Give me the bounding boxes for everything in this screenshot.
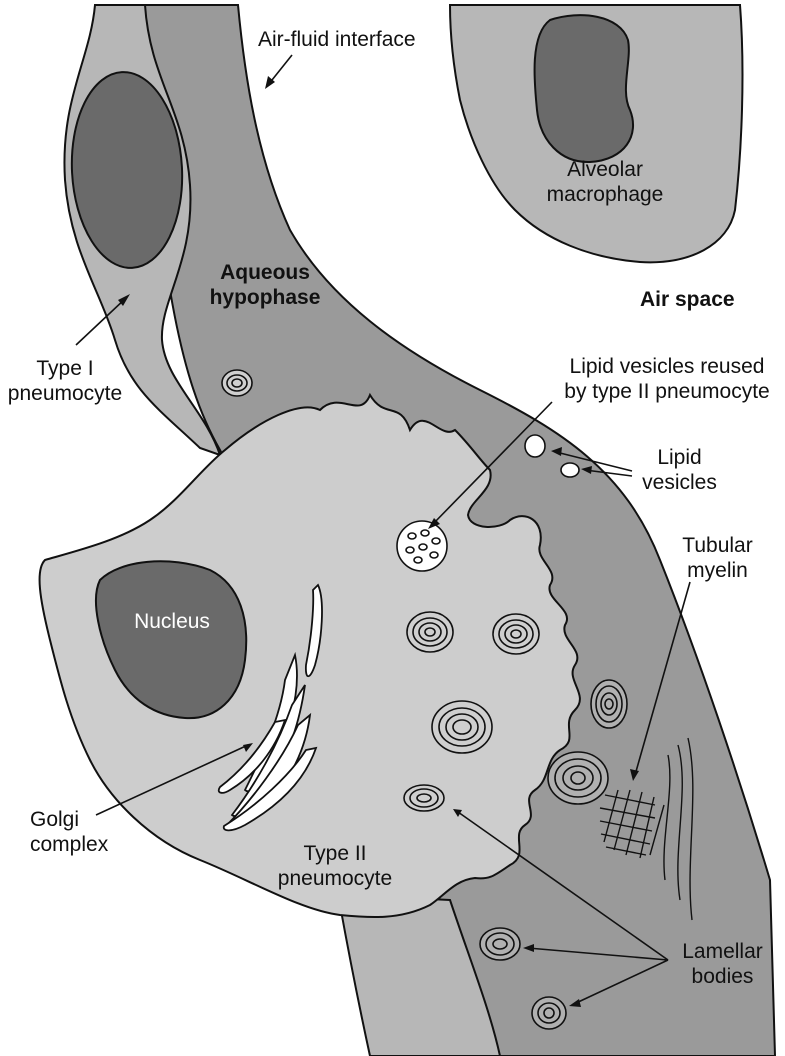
reused-lipid-vesicle bbox=[396, 520, 448, 572]
pointer-lines bbox=[75, 54, 691, 1005]
lamellar-bodies-label: Lamellar bodies bbox=[670, 940, 775, 990]
lipid-vesicles-reused-label: Lipid vesicles reused by type II pneumoc… bbox=[552, 355, 782, 405]
lamellar-line-1: Lamellar bbox=[682, 940, 763, 963]
tubular-myelin bbox=[599, 737, 694, 921]
golgi-complex-label: Golgi complex bbox=[30, 808, 108, 858]
arrowheads bbox=[118, 76, 639, 1007]
alveolar-macrophage-label: Alveolar macrophage bbox=[520, 158, 690, 208]
lamellar-line-2: bodies bbox=[691, 964, 754, 988]
golgi-complex bbox=[217, 583, 323, 832]
tubular-myelin-line-2: myelin bbox=[687, 558, 748, 582]
lipid-reused-line-2: by type II pneumocyte bbox=[564, 379, 770, 403]
air-space-label: Air space bbox=[640, 288, 735, 311]
lamellar-body bbox=[531, 996, 567, 1030]
lipid-reused-line-1: Lipid vesicles reused bbox=[569, 355, 765, 378]
lamellar-body bbox=[492, 613, 540, 655]
air-fluid-interface-label: Air-fluid interface bbox=[258, 28, 416, 51]
lamellar-body bbox=[590, 679, 628, 729]
lamellar-body bbox=[406, 611, 454, 653]
lamellar-bodies bbox=[221, 369, 628, 1030]
type-i-nucleus bbox=[70, 71, 184, 269]
type-i-pneumocyte-label: Type I pneumocyte bbox=[0, 357, 130, 407]
lipid-vesicles-label: Lipid vesicles bbox=[632, 446, 727, 496]
type-ii-nucleus bbox=[94, 560, 248, 720]
tubular-myelin-label: Tubular myelin bbox=[670, 534, 765, 584]
lamellar-body bbox=[221, 369, 253, 397]
lamellar-body bbox=[479, 927, 521, 961]
nucleus-label: Nucleus bbox=[134, 610, 210, 633]
lipid-vesicles bbox=[524, 434, 580, 478]
macrophage-nucleus bbox=[533, 14, 635, 164]
aqueous-hypophase-line-1: Aqueous bbox=[220, 261, 310, 284]
lipid-vesicles-line-1: Lipid bbox=[657, 446, 702, 469]
lipid-vesicles-line-2: vesicles bbox=[642, 470, 717, 494]
golgi-line-1: Golgi bbox=[30, 808, 80, 831]
type-i-line-1: Type I bbox=[36, 357, 94, 380]
aqueous-hypophase-line-2: hypophase bbox=[209, 285, 321, 309]
golgi-line-2: complex bbox=[30, 832, 109, 856]
alveolar-macrophage-line-1: Alveolar bbox=[567, 158, 643, 181]
type-ii-pneumocyte-label: Type II pneumocyte bbox=[260, 842, 410, 892]
type-ii-line-1: Type II bbox=[303, 842, 367, 865]
lamellar-body bbox=[431, 700, 493, 754]
lamellar-body bbox=[403, 784, 445, 812]
aqueous-hypophase-label: Aqueous hypophase bbox=[185, 261, 345, 311]
alveolar-macrophage-line-2: macrophage bbox=[546, 182, 664, 206]
tubular-myelin-line-1: Tubular bbox=[682, 534, 753, 557]
lamellar-body bbox=[547, 751, 609, 805]
type-ii-line-2: pneumocyte bbox=[277, 866, 393, 890]
type-i-line-2: pneumocyte bbox=[7, 381, 123, 405]
